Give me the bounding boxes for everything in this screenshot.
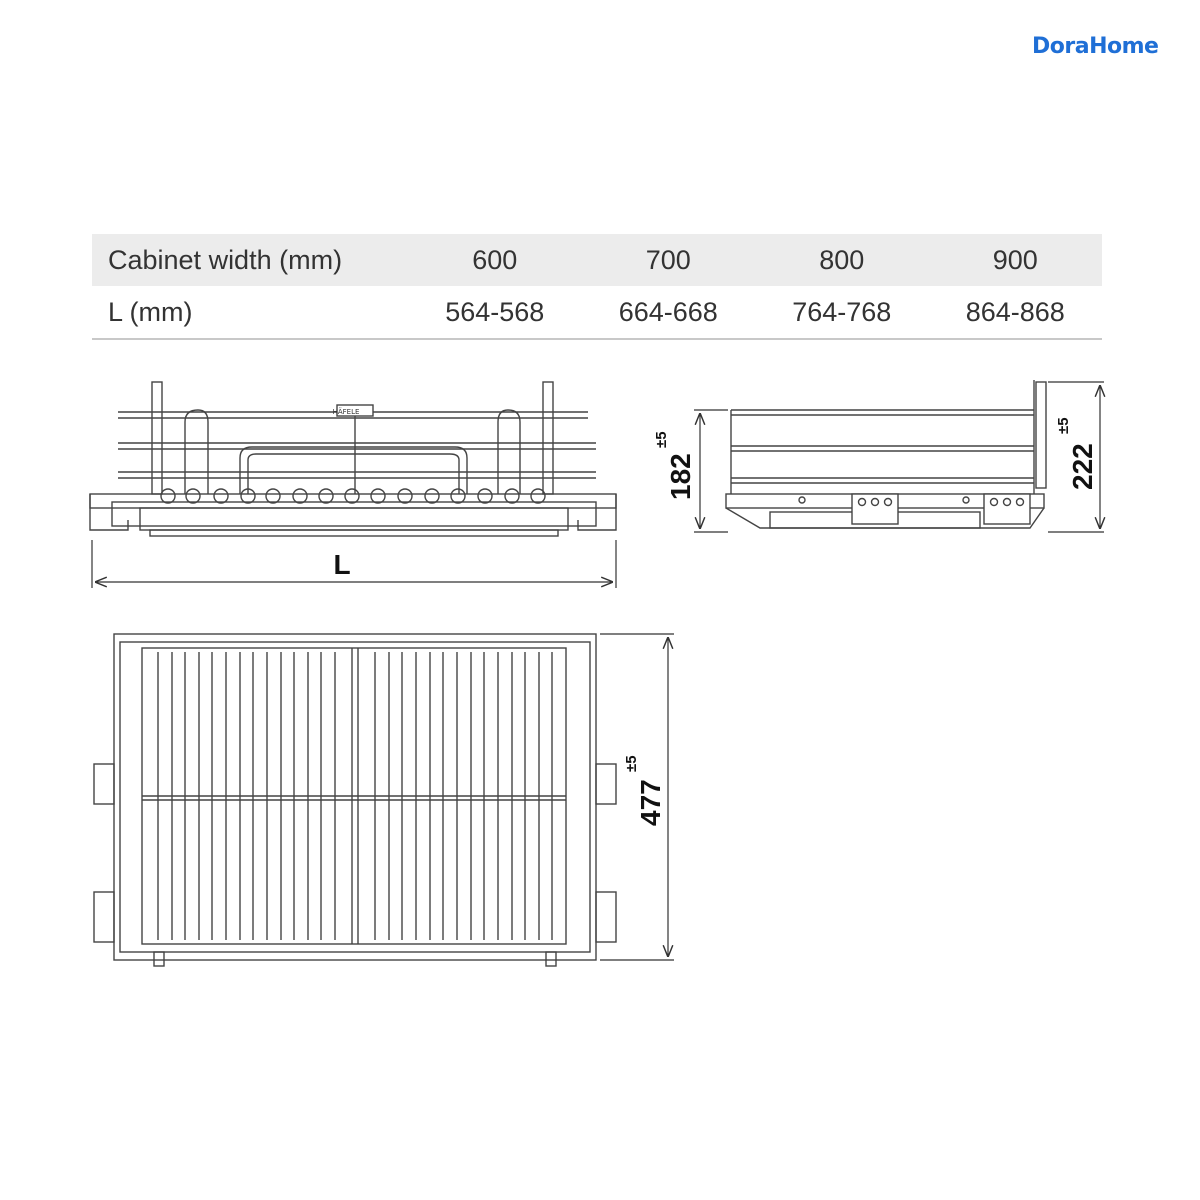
basket-wires [157, 652, 553, 940]
brand-badge: HÄFELE [333, 407, 360, 416]
inner-height-dimension [694, 409, 728, 533]
inner-height-tolerance: ±5 [653, 431, 670, 448]
front-view [89, 381, 617, 537]
cell-value: 764-768 [755, 286, 929, 340]
cell-value: 700 [581, 234, 755, 286]
table-row-length: L (mm) 564-568 664-668 764-768 864-868 [92, 286, 1102, 340]
cell-value: 564-568 [408, 286, 582, 340]
cell-value: 864-868 [928, 286, 1102, 340]
spec-table: Cabinet width (mm) 600 700 800 900 L (mm… [92, 234, 1102, 340]
wire-ends [160, 488, 546, 504]
length-dimension [91, 540, 617, 588]
side-view [725, 380, 1047, 529]
length-label: L [333, 549, 350, 580]
depth-dimension [600, 633, 674, 961]
inner-height-value: 182 [665, 453, 696, 500]
cell-value: 600 [408, 234, 582, 286]
row-label: L (mm) [92, 286, 408, 340]
outer-height-value: 222 [1067, 443, 1098, 490]
row-label: Cabinet width (mm) [92, 234, 408, 286]
cell-value: 900 [928, 234, 1102, 286]
brand-logo: DoraHome [1032, 34, 1159, 59]
outer-height-tolerance: ±5 [1055, 417, 1072, 434]
depth-tolerance: ±5 [623, 755, 640, 772]
top-view [93, 633, 617, 967]
depth-value: 477 [635, 779, 666, 826]
table-row-cabinet-width: Cabinet width (mm) 600 700 800 900 [92, 234, 1102, 286]
cell-value: 664-668 [581, 286, 755, 340]
cell-value: 800 [755, 234, 929, 286]
outer-height-dimension [1048, 381, 1104, 533]
